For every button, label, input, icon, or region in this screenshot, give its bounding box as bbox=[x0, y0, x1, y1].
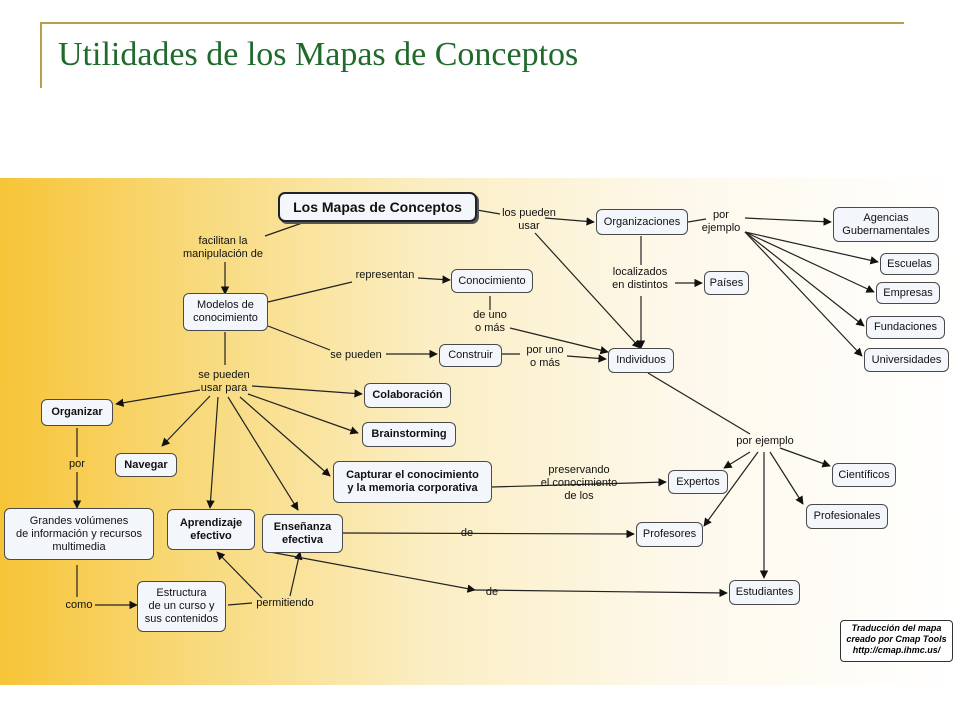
concept-los-mapas-de-conceptos: Los Mapas de Conceptos bbox=[278, 192, 477, 222]
link-localizados-en-distintos: localizados en distintos bbox=[612, 266, 668, 291]
concept-conocimiento: Conocimiento bbox=[451, 269, 533, 293]
concept-navegar: Navegar bbox=[115, 453, 177, 477]
concept-organizaciones: Organizaciones bbox=[596, 209, 688, 235]
concept-brainstorming: Brainstorming bbox=[362, 422, 456, 447]
concept-modelos-de-conocimiento: Modelos de conocimiento bbox=[183, 293, 268, 331]
link-de-estudiantes: de bbox=[485, 586, 499, 598]
concept-map: Los Mapas de Conceptos Modelos de conoci… bbox=[0, 178, 960, 685]
title-rule-vertical bbox=[40, 22, 42, 88]
concept-individuos: Individuos bbox=[608, 348, 674, 373]
concept-empresas: Empresas bbox=[876, 282, 940, 304]
concept-escuelas: Escuelas bbox=[880, 253, 939, 275]
concept-fundaciones: Fundaciones bbox=[866, 316, 945, 339]
link-como: como bbox=[65, 599, 93, 611]
concept-aprendizaje-efectivo: Aprendizaje efectivo bbox=[167, 509, 255, 550]
title-rule-horizontal bbox=[40, 22, 904, 24]
concept-cientificos: Científicos bbox=[832, 463, 896, 487]
concept-paises: Países bbox=[704, 271, 749, 295]
concept-ensenanza-efectiva: Enseñanza efectiva bbox=[262, 514, 343, 553]
concept-expertos: Expertos bbox=[668, 470, 728, 494]
link-por: por bbox=[69, 458, 85, 470]
link-facilitan-la-manipulacion: facilitan la manipulación de bbox=[182, 235, 264, 260]
link-de-profesores: de bbox=[460, 527, 474, 539]
link-se-pueden: se pueden bbox=[330, 349, 382, 361]
concept-estudiantes: Estudiantes bbox=[729, 580, 800, 605]
concept-grandes-volumenes: Grandes volúmenes de información y recur… bbox=[4, 508, 154, 560]
concept-organizar: Organizar bbox=[41, 399, 113, 426]
concept-estructura-de-un-curso: Estructura de un curso y sus contenidos bbox=[137, 581, 226, 632]
link-representan: representan bbox=[355, 269, 415, 281]
link-preservando-el-conocimiento: preservando el conocimiento de los bbox=[540, 464, 618, 502]
concept-capturar-el-conocimiento: Capturar el conocimiento y la memoria co… bbox=[333, 461, 492, 503]
concept-profesores: Profesores bbox=[636, 522, 703, 547]
link-de-uno-o-mas: de uno o más bbox=[473, 309, 507, 334]
link-por-uno-o-mas: por uno o más bbox=[526, 344, 564, 369]
concept-agencias-gubernamentales: Agencias Gubernamentales bbox=[833, 207, 939, 242]
concept-construir: Construir bbox=[439, 344, 502, 367]
link-por-ejemplo-individuos: por ejemplo bbox=[736, 435, 794, 447]
link-permitiendo: permitiendo bbox=[256, 597, 314, 609]
concept-colaboracion: Colaboración bbox=[364, 383, 451, 408]
link-por-ejemplo-organizaciones: por ejemplo bbox=[701, 209, 741, 234]
slide-title: Utilidades de los Mapas de Conceptos bbox=[58, 36, 579, 73]
concept-map-connectors bbox=[72, 209, 879, 610]
concept-universidades: Universidades bbox=[864, 348, 949, 372]
link-los-pueden-usar: los pueden usar bbox=[502, 207, 556, 232]
concept-profesionales: Profesionales bbox=[806, 504, 888, 529]
cmap-tools-credit: Traducción del mapa creado por Cmap Tool… bbox=[840, 620, 953, 662]
link-se-pueden-usar-para: se pueden usar para bbox=[198, 369, 250, 394]
